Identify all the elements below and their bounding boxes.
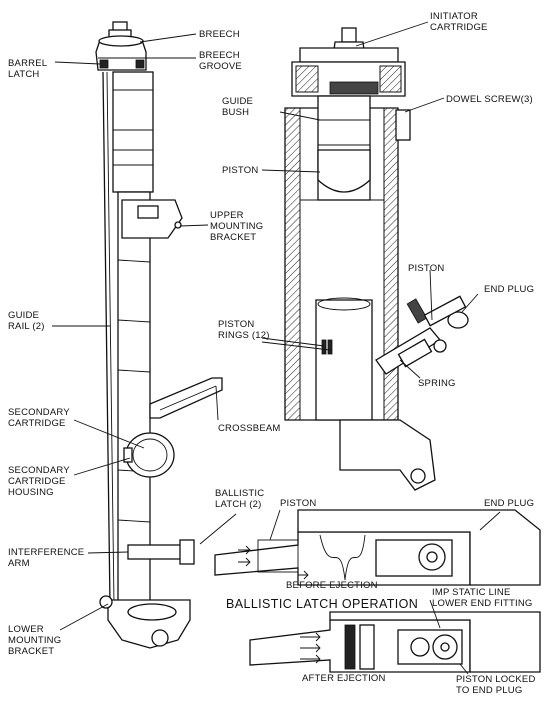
label-piston-rings-2: RINGS (12) [218, 330, 270, 341]
initiator-cartridge-part [291, 27, 406, 97]
inner-piston-tube-part [317, 95, 371, 201]
label-guide-rail-2: RAIL (2) [8, 321, 45, 332]
label-interference-arm-1: INTERFERENCE [8, 547, 84, 558]
label-barrel-latch-2: LATCH [8, 69, 39, 80]
secondary-cartridge-housing-part [123, 432, 175, 478]
label-end-plug-lower: END PLUG [484, 498, 534, 509]
label-piston-right: PISTON [408, 263, 444, 274]
label-after-ejection: AFTER EJECTION [302, 673, 386, 684]
label-piston-locked-1: PISTON LOCKED [456, 674, 536, 685]
side-piston-assembly-part [375, 295, 469, 375]
left-gun-assembly [95, 21, 223, 649]
label-piston-upper: PISTON [222, 165, 258, 176]
label-interference-arm-2: ARM [8, 558, 30, 569]
before-ejection-detail [214, 509, 541, 586]
label-barrel-latch-1: BARREL [8, 58, 47, 69]
label-secondary-housing-1: SECONDARY [8, 465, 70, 476]
label-secondary-cartridge-1: SECONDARY [8, 407, 70, 418]
label-upper-mounting-bracket-2: MOUNTING [210, 221, 263, 232]
label-breech: BREECH [199, 29, 240, 40]
label-initiator-cartridge-1: INITIATOR [430, 11, 478, 22]
label-secondary-housing-3: HOUSING [8, 487, 54, 498]
label-before-ejection: BEFORE EJECTION [286, 580, 378, 591]
sectioned-gun-assembly [284, 27, 469, 491]
label-imp-static-line-1: IMP STATIC LINE [432, 587, 511, 598]
label-lower-mounting-bracket-3: BRACKET [8, 646, 54, 657]
label-secondary-cartridge-2: CARTRIDGE [8, 418, 66, 429]
label-breech-groove-2: GROOVE [199, 61, 242, 72]
label-upper-mounting-bracket-3: BRACKET [210, 232, 256, 243]
label-initiator-cartridge-2: CARTRIDGE [430, 22, 488, 33]
labels: BREECH BARREL LATCH BREECH GROOVE INITIA… [8, 11, 536, 696]
base-mount-part [339, 419, 436, 491]
interference-arm-part [127, 539, 195, 565]
barrel-part [112, 71, 154, 613]
label-ballistic-latch-2: LATCH (2) [215, 499, 262, 510]
label-piston-locked-2: TO END PLUG [456, 685, 522, 696]
label-imp-static-line-2: LOWER END FITTING [432, 598, 533, 609]
label-end-plug-right: END PLUG [484, 284, 534, 295]
crossbeam-part [149, 377, 223, 419]
label-upper-mounting-bracket-1: UPPER [210, 210, 244, 221]
label-ballistic-latch-1: BALLISTIC [215, 488, 264, 499]
label-guide-bush-1: GUIDE [222, 96, 253, 107]
label-lower-mounting-bracket-2: MOUNTING [8, 635, 61, 646]
lower-mounting-bracket-part [99, 595, 191, 649]
breech-part [95, 21, 147, 71]
label-lower-mounting-bracket-1: LOWER [8, 624, 44, 635]
label-dowel-screw: DOWEL SCREW(3) [446, 94, 533, 105]
lower-sleeve-part [315, 297, 373, 421]
label-guide-rail-1: GUIDE [8, 310, 39, 321]
label-breech-groove-1: BREECH [199, 50, 240, 61]
after-ejection-detail [249, 611, 541, 673]
label-spring: SPRING [418, 378, 456, 389]
label-crossbeam: CROSSBEAM [218, 423, 281, 434]
dowel-screw-part [395, 109, 411, 141]
label-guide-bush-2: BUSH [222, 107, 249, 118]
label-piston-lower: PISTON [280, 498, 316, 509]
label-piston-rings-1: PISTON [218, 319, 254, 330]
label-ballistic-latch-operation: BALLISTIC LATCH OPERATION [226, 597, 418, 611]
upper-mounting-bracket-part [121, 199, 183, 239]
leader-lines [52, 21, 501, 675]
label-secondary-housing-2: CARTRIDGE [8, 476, 66, 487]
